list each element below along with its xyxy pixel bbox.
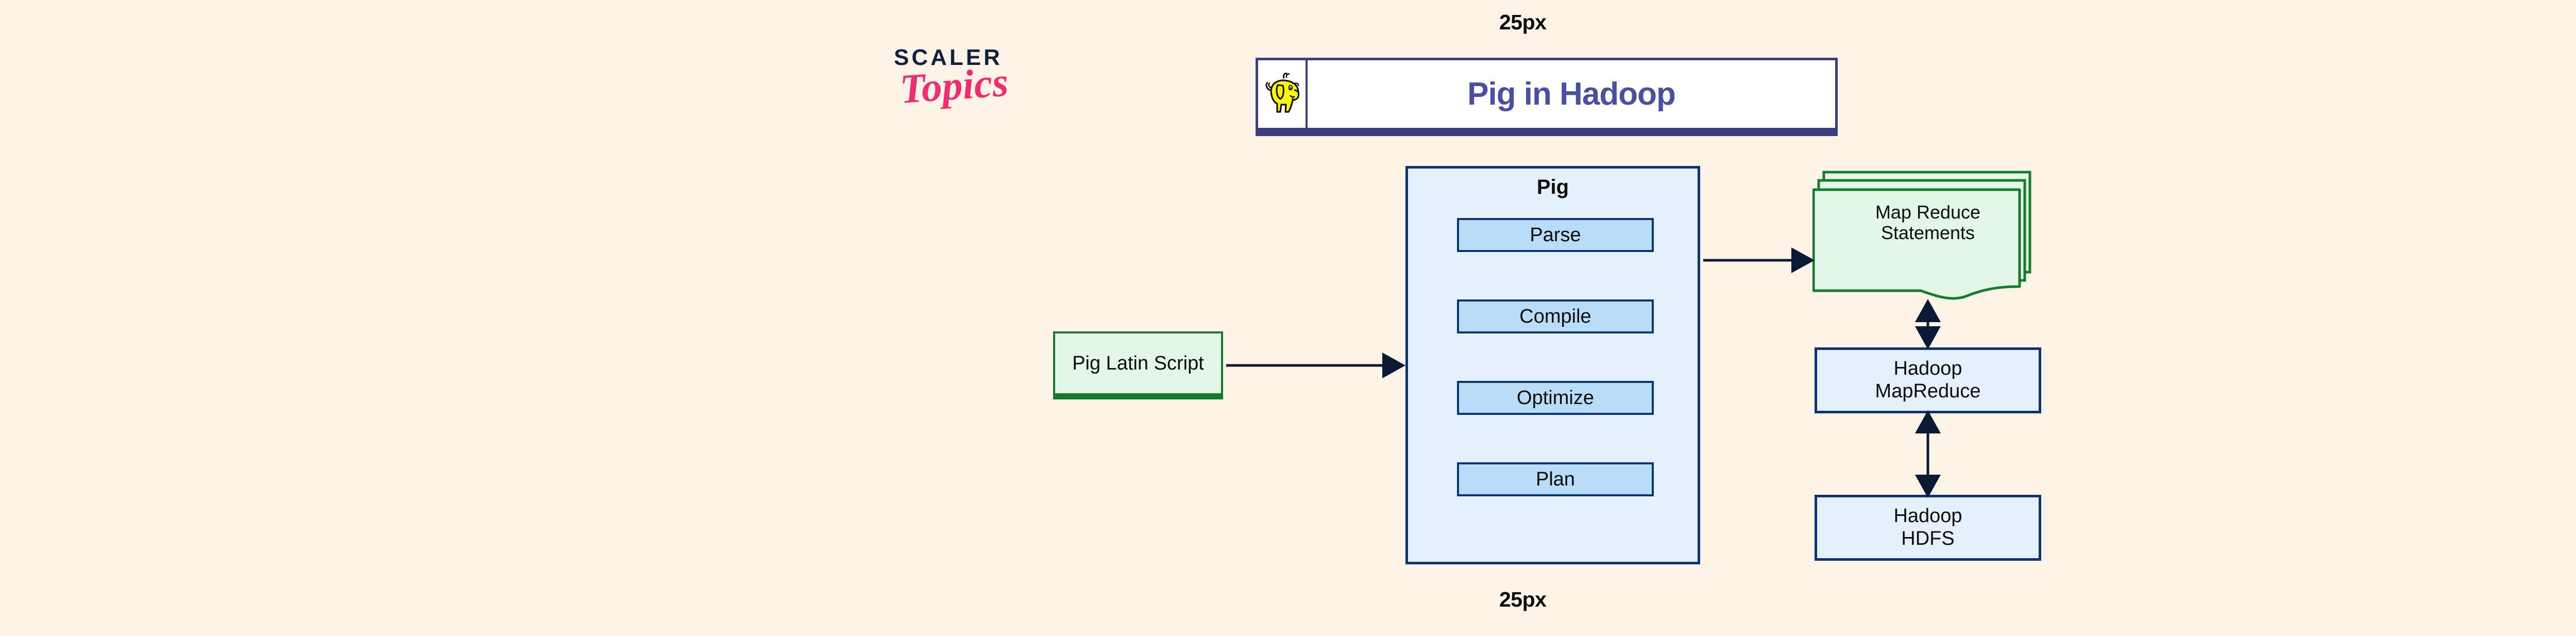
- hadoop-hdfs-box: Hadoop HDFS: [1815, 495, 2041, 561]
- pig-stage-plan: Plan: [1457, 462, 1654, 496]
- hadoop-mapreduce-line1: Hadoop: [1893, 358, 1962, 380]
- map-reduce-statements-line1: Map Reduce: [1875, 202, 1981, 223]
- banner-title-text: Pig in Hadoop: [1467, 76, 1676, 112]
- pig-stage-compile: Compile: [1457, 299, 1654, 333]
- logo-topics-text: Topics: [898, 59, 1010, 112]
- map-reduce-statements-shape: Map Reduce Statements: [1812, 170, 2044, 309]
- scaler-topics-logo: SCALER Topics: [894, 46, 1048, 139]
- pig-stage-optimize-label: Optimize: [1517, 387, 1594, 409]
- banner-title: Pig in Hadoop: [1308, 60, 1835, 128]
- hadoop-mapreduce-box: Hadoop MapReduce: [1815, 347, 2041, 413]
- title-banner: Pig in Hadoop: [1256, 58, 1838, 136]
- map-reduce-statements-label: Map Reduce Statements: [1830, 202, 2026, 244]
- top-spacing-label: 25px: [1499, 10, 1547, 34]
- pig-container-title: Pig: [1536, 176, 1569, 198]
- pig-latin-script-box: Pig Latin Script: [1053, 331, 1223, 399]
- pig-stage-parse-label: Parse: [1530, 224, 1581, 246]
- pig-stage-compile-label: Compile: [1519, 305, 1591, 327]
- hadoop-hdfs-line1: Hadoop: [1893, 505, 1962, 527]
- map-reduce-statements-line2: Statements: [1880, 222, 1975, 244]
- pig-latin-script-label: Pig Latin Script: [1072, 352, 1204, 374]
- hadoop-hdfs-line2: HDFS: [1901, 528, 1955, 549]
- pig-stage-parse: Parse: [1457, 218, 1654, 252]
- bottom-spacing-label: 25px: [1499, 588, 1547, 611]
- logo-scaler-text: SCALER: [894, 45, 1003, 70]
- pig-container: Pig Parse Compile Optimize Plan: [1405, 166, 1700, 564]
- hadoop-mapreduce-line2: MapReduce: [1875, 380, 1981, 402]
- pig-stage-plan-label: Plan: [1535, 468, 1575, 490]
- hadoop-elephant-icon: [1258, 60, 1308, 128]
- pig-stage-optimize: Optimize: [1457, 381, 1654, 415]
